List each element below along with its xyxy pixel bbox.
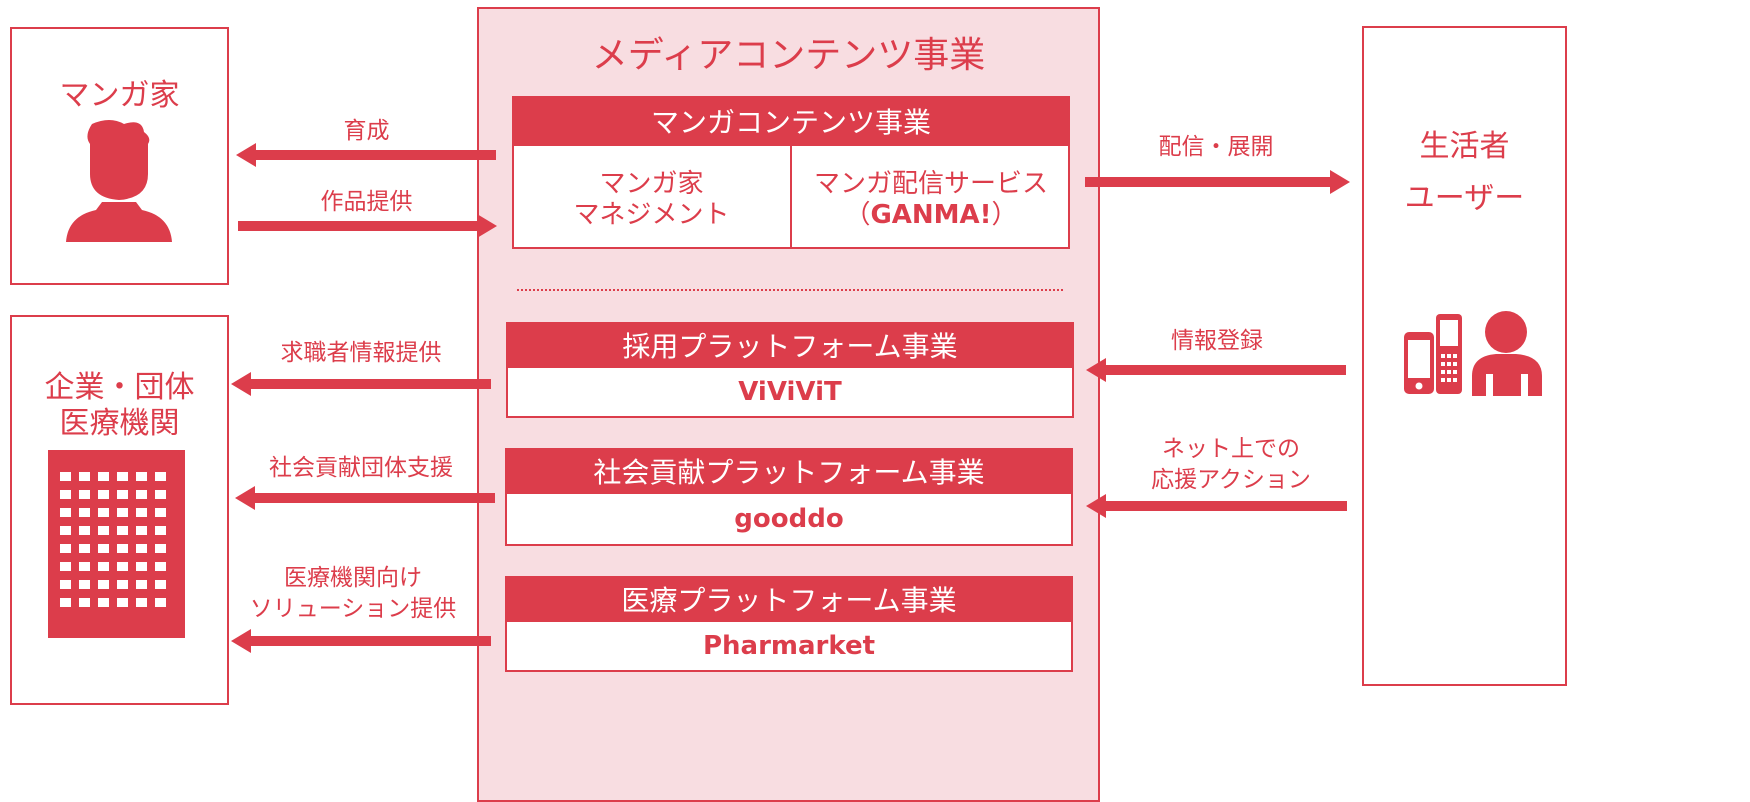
paren-close: ） bbox=[991, 200, 1018, 230]
arrow-medical-solution bbox=[231, 629, 491, 653]
manga-management-line1: マンガ家 bbox=[599, 169, 704, 199]
manga-service-line1: マンガ配信サービス bbox=[813, 169, 1048, 199]
dotted-separator bbox=[517, 289, 1063, 291]
arrow-online-action bbox=[1086, 494, 1347, 518]
manga-management-line2: マネジメント bbox=[573, 200, 730, 230]
pharmarket-name: Pharmarket bbox=[505, 622, 1073, 672]
manga-service-line2: （GANMA!） bbox=[792, 194, 1070, 231]
media-content-title: メディアコンテンツ事業 bbox=[591, 35, 986, 76]
social-platform-header: 社会貢献プラットフォーム事業 bbox=[505, 448, 1073, 494]
ganma-name: GANMA! bbox=[870, 200, 992, 230]
vivivit-name: ViViViT bbox=[506, 368, 1074, 418]
arrow-label-medical-solution-line1: 医療機関向け bbox=[284, 565, 422, 591]
companies-title-line1: 企業・団体 bbox=[44, 370, 195, 405]
arrow-label-job-info: 求職者情報提供 bbox=[280, 340, 442, 366]
building-windows bbox=[60, 472, 166, 607]
arrow-label-nurture: 育成 bbox=[343, 118, 390, 144]
phone-user-icon bbox=[1404, 311, 1542, 396]
recruit-platform-header: 採用プラットフォーム事業 bbox=[506, 322, 1074, 368]
arrow-provide-works bbox=[238, 214, 497, 238]
arrow-label-support-org: 社会貢献団体支援 bbox=[269, 455, 453, 481]
companies-title-line2: 医療機関 bbox=[59, 406, 180, 441]
arrow-support-org bbox=[235, 486, 495, 510]
arrow-register bbox=[1086, 358, 1346, 382]
paren-open: （ bbox=[844, 200, 871, 230]
consumer-user-box bbox=[1362, 26, 1567, 686]
consumer-title-line1: 生活者 bbox=[1419, 129, 1510, 164]
arrow-label-online-action-line2: 応援アクション bbox=[1151, 467, 1311, 493]
arrow-nurture bbox=[236, 143, 496, 167]
arrow-label-register: 情報登録 bbox=[1171, 328, 1263, 354]
arrow-label-distribute: 配信・展開 bbox=[1158, 134, 1274, 160]
medical-platform-header: 医療プラットフォーム事業 bbox=[505, 576, 1073, 622]
arrow-label-provide-works: 作品提供 bbox=[320, 189, 413, 215]
manga-content-header: マンガコンテンツ事業 bbox=[512, 96, 1070, 146]
person-icon bbox=[66, 120, 172, 242]
arrow-distribute bbox=[1085, 170, 1350, 194]
arrow-label-medical-solution-line2: ソリューション提供 bbox=[249, 596, 457, 622]
arrow-label-online-action-line1: ネット上での bbox=[1162, 436, 1300, 462]
arrow-job-info bbox=[231, 372, 491, 396]
gooddo-name: gooddo bbox=[505, 494, 1073, 546]
manga-artist-title: マンガ家 bbox=[59, 78, 180, 113]
consumer-title-line2: ユーザー bbox=[1404, 181, 1525, 216]
manga-cell-divider bbox=[790, 146, 792, 249]
